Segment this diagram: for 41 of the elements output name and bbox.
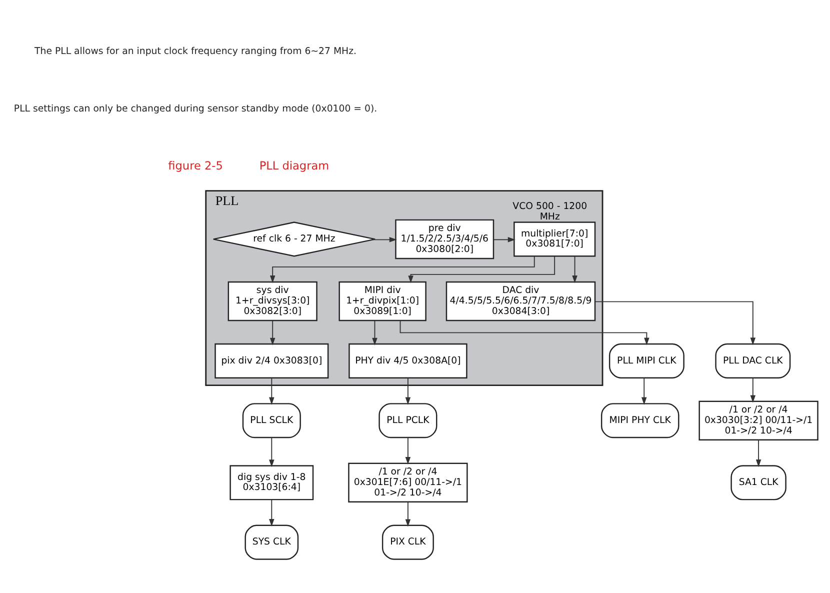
node-box: MIPI PHY CLK xyxy=(600,402,680,438)
arrow xyxy=(572,255,578,283)
arrow xyxy=(405,501,411,526)
arrow xyxy=(408,255,556,283)
arrow xyxy=(750,376,756,402)
arrow xyxy=(405,376,411,404)
arrow xyxy=(269,498,274,526)
label: PLL settings can only be changed during sensor standby mode (0x0100 = 0). xyxy=(14,102,378,114)
node-box: PIX CLK xyxy=(382,524,434,560)
node-diamond: ref clk 6 - 27 MHz xyxy=(212,221,376,256)
node-box: pre div 1/1.5/2/2.5/3/4/5/6 0x3080[2:0] xyxy=(395,218,494,259)
node-box: PLL SCLK xyxy=(242,402,301,438)
node-box: SYS CLK xyxy=(244,524,299,560)
node-label: VCO 500 - 1200 MHz xyxy=(512,200,588,222)
node-box: PLL MIPI CLK xyxy=(608,342,684,378)
node-box: /1 or /2 or /4 0x3030[3:2] 00/11->/1 01->/2 10->/4 xyxy=(698,400,818,440)
arrow xyxy=(269,436,274,467)
node-box: /1 or /2 or /4 0x301E[7:6] 00/11->/1 01->/2 10->/4 xyxy=(348,462,468,502)
arrow xyxy=(372,236,397,242)
node-box: MIPI div 1+r_divpix[1:0] 0x3089[1:0] xyxy=(338,280,426,321)
label: PLL diagram xyxy=(259,158,330,172)
arrow xyxy=(372,320,378,345)
label: The PLL allows for an input clock frequency ranging from 6~27 MHz. xyxy=(34,46,357,57)
node-box: dig sys div 1-8 0x3103[6:4] xyxy=(230,464,314,500)
arrow xyxy=(641,376,647,404)
node-box: PHY div 4/5 0x308A[0] xyxy=(348,342,468,378)
arrow xyxy=(493,236,516,242)
node-box: multiplier[7:0] 0x3081[7:0] xyxy=(514,221,596,256)
arrow xyxy=(594,300,756,345)
node-box: DAC div 4/4.5/5/5.5/6/6.5/7/7.5/8/8.5/9 0x3084[3:0] xyxy=(446,280,596,321)
node-box: SA1 CLK xyxy=(730,464,786,500)
arrow xyxy=(405,436,411,464)
node-box: sys div 1+r_divsys[3:0] 0x3082[3:0] xyxy=(228,280,318,321)
arrow xyxy=(269,376,274,404)
node-box: pix div 2/4 0x3083[0] xyxy=(214,342,329,378)
arrow xyxy=(756,438,762,467)
label: figure 2-5 xyxy=(168,158,223,172)
node-box: PLL PCLK xyxy=(378,402,438,438)
arrow xyxy=(270,320,276,345)
node-box: PLL DAC CLK xyxy=(715,342,791,378)
arrow xyxy=(270,255,535,283)
